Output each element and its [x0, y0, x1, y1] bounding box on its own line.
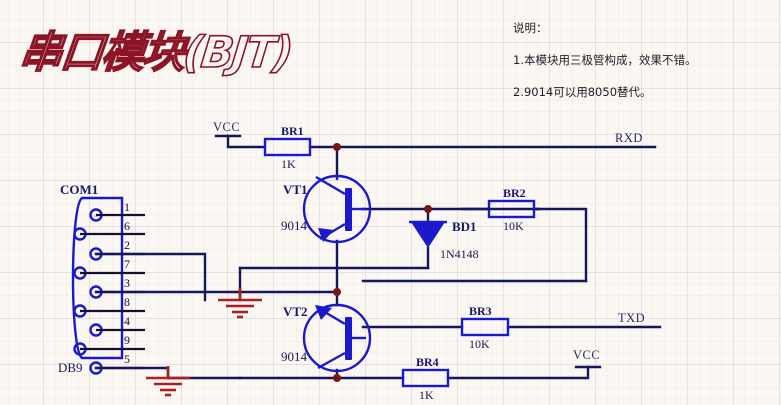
db9-pin-label-4: 4 — [124, 314, 130, 328]
db9-pin-label-7: 7 — [124, 257, 130, 271]
net-label-vcc-top: VCC — [213, 120, 241, 134]
refdes-VT1: VT1 — [283, 182, 308, 197]
value-VT1: 9014 — [281, 218, 307, 233]
resistor-BR1-symbol — [263, 137, 312, 157]
junction-dot — [333, 288, 341, 296]
connector-refdes: COM1 — [60, 182, 99, 197]
net-label-vcc-bottom: VCC — [573, 348, 601, 362]
refdes-BR3: BR3 — [469, 304, 492, 318]
refdes-BR4: BR4 — [416, 355, 439, 369]
junction-dot — [424, 205, 432, 213]
db9-pin-label-2: 2 — [124, 238, 130, 252]
db9-pin-label-1: 1 — [124, 200, 130, 214]
net-label-txd: TXD — [618, 311, 646, 325]
value-BD1: 1N4148 — [440, 247, 479, 261]
refdes-VT2: VT2 — [283, 304, 308, 319]
junction-dot — [333, 374, 341, 382]
db9-pin-label-5: 5 — [124, 352, 130, 366]
refdes-BR1: BR1 — [281, 124, 304, 138]
notes-line-1: 1.本模块用三极管构成，效果不错。 — [513, 53, 697, 67]
db9-pin-label-9: 9 — [124, 333, 130, 347]
db9-pin-label-6: 6 — [124, 219, 130, 233]
notes-heading: 说明： — [513, 21, 548, 35]
db9-connector-symbol — [71, 196, 124, 360]
resistor-BR4-symbol — [401, 368, 450, 388]
value-BR3: 10K — [469, 337, 490, 351]
refdes-BR2: BR2 — [503, 186, 526, 200]
resistor-BR3-symbol — [460, 317, 510, 337]
resistor-BR2-symbol — [460, 199, 536, 219]
refdes-BD1: BD1 — [452, 219, 477, 234]
transistor-VT1-symbol — [302, 174, 372, 244]
value-BR2: 10K — [503, 219, 524, 233]
notes-line-2: 2.9014可以用8050替代。 — [513, 85, 652, 99]
value-VT2: 9014 — [281, 349, 307, 364]
transistor-VT2-symbol — [302, 303, 372, 373]
connector-package: DB9 — [58, 360, 83, 375]
ground-symbol-pin2 — [218, 288, 262, 319]
value-BR1: 1K — [281, 157, 296, 171]
db9-pin-label-3: 3 — [124, 276, 130, 290]
db9-pin-label-8: 8 — [124, 295, 130, 309]
net-label-rxd: RXD — [615, 131, 643, 145]
ground-symbol-pin5 — [146, 366, 190, 397]
junction-dot — [333, 143, 341, 151]
value-BR4: 1K — [419, 388, 434, 402]
diode-BD1-symbol — [409, 220, 447, 248]
